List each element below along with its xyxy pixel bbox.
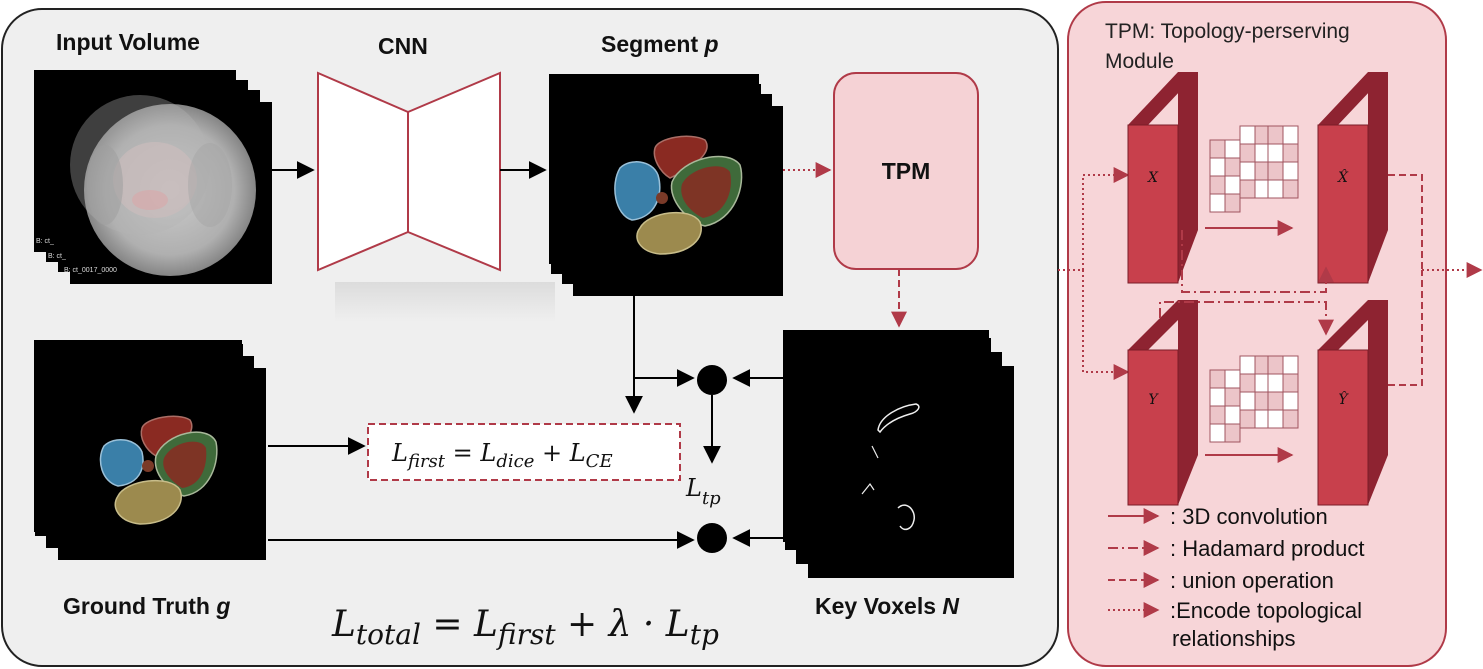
multiply-node-bottom xyxy=(697,523,727,553)
key-voxels-stack xyxy=(783,330,1014,578)
block-y-hat-label: Ŷ xyxy=(1338,390,1349,408)
kernel-grid-top xyxy=(1209,125,1299,213)
slice-tag-1: B: ct_ xyxy=(36,238,54,245)
kernel-grid-bottom xyxy=(1209,355,1299,443)
legend-item-encode-cont: relationships xyxy=(1172,626,1296,651)
slice-tag-3: B: ct_0017_0000 xyxy=(64,267,117,274)
segment-stack xyxy=(549,74,783,296)
legend-item-encode: :Encode topological xyxy=(1170,598,1362,623)
legend-item-union: : union operation xyxy=(1170,568,1334,593)
loss-total-formula: Ltotal = Lfirst + λ · Ltp xyxy=(331,604,719,651)
tpm-input-to-x xyxy=(1082,167,1130,270)
loss-tp-label: Ltp xyxy=(685,474,721,509)
tpm-hadamard-to-xhat xyxy=(1181,230,1334,293)
cnn-shadow xyxy=(335,282,555,322)
tpm-hadamard-to-yhat xyxy=(1159,301,1334,336)
loss-first-formula: Lfirst = Ldice + LCE xyxy=(391,439,613,472)
tpm-union-bottom xyxy=(1388,270,1423,386)
tpm-box-label: TPM xyxy=(882,158,931,184)
input-volume-label: Input Volume xyxy=(56,29,200,55)
block-x-hat-label: X̂ xyxy=(1337,168,1349,186)
tpm-box xyxy=(833,72,979,270)
cnn-decoder xyxy=(407,71,501,272)
tpm-title-line1: TPM: Topology-perserving xyxy=(1105,20,1350,43)
tpm-union-top xyxy=(1388,174,1423,270)
legend: : 3D convolution : Hadamard product : un… xyxy=(1108,504,1364,651)
slice-tag-2: B: ct_ xyxy=(48,253,66,260)
block-y-label: Y xyxy=(1148,392,1159,408)
ground-truth-label: Ground Truth g xyxy=(63,593,230,619)
loss-first-box xyxy=(367,423,681,481)
segment-label: Segment p xyxy=(601,31,719,57)
legend-item-conv: : 3D convolution xyxy=(1170,504,1328,529)
tpm-title-line2: Module xyxy=(1105,50,1174,73)
block-y: Y xyxy=(1127,300,1198,506)
block-x-hat: X̂ xyxy=(1317,72,1388,284)
tpm-panel xyxy=(1067,1,1447,667)
input-volume-stack: B: ct_ B: ct_ B: ct_0017_0000 xyxy=(34,70,272,284)
legend-item-hadamard: : Hadamard product xyxy=(1170,536,1364,561)
block-x-label: X xyxy=(1147,170,1159,186)
tpm-input-to-y xyxy=(1082,270,1130,380)
key-voxels-label: Key Voxels N xyxy=(815,593,959,619)
block-y-hat: Ŷ xyxy=(1317,300,1388,506)
multiply-node-top xyxy=(697,365,727,395)
cnn-label: CNN xyxy=(378,33,428,59)
ground-truth-stack xyxy=(34,340,266,560)
